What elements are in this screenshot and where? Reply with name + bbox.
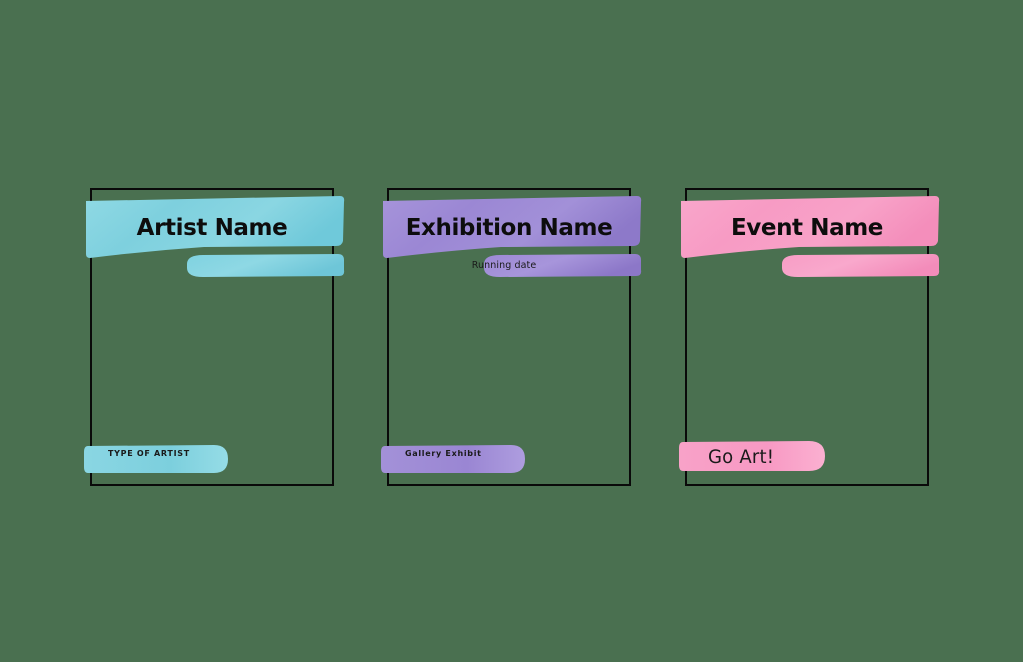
poster-footer-label: Go Art! bbox=[708, 446, 775, 468]
brush-stroke-secondary bbox=[187, 254, 345, 277]
brush-stroke-secondary bbox=[782, 254, 940, 277]
poster-card-event[interactable]: Event Name Go Art! bbox=[679, 188, 940, 486]
poster-subtitle: Running date bbox=[471, 260, 537, 271]
poster-footer-label: TYPE OF ARTIST bbox=[108, 449, 190, 458]
poster-card-artist[interactable]: Artist Name TYPE OF ARTIST bbox=[84, 188, 345, 486]
poster-title: Artist Name bbox=[136, 215, 288, 241]
poster-footer-label: Gallery Exhibit bbox=[405, 449, 482, 458]
poster-card-exhibition[interactable]: Exhibition Name Running date Gallery Exh… bbox=[381, 188, 642, 486]
poster-title: Exhibition Name bbox=[405, 215, 613, 241]
poster-title: Event Name bbox=[730, 215, 883, 241]
